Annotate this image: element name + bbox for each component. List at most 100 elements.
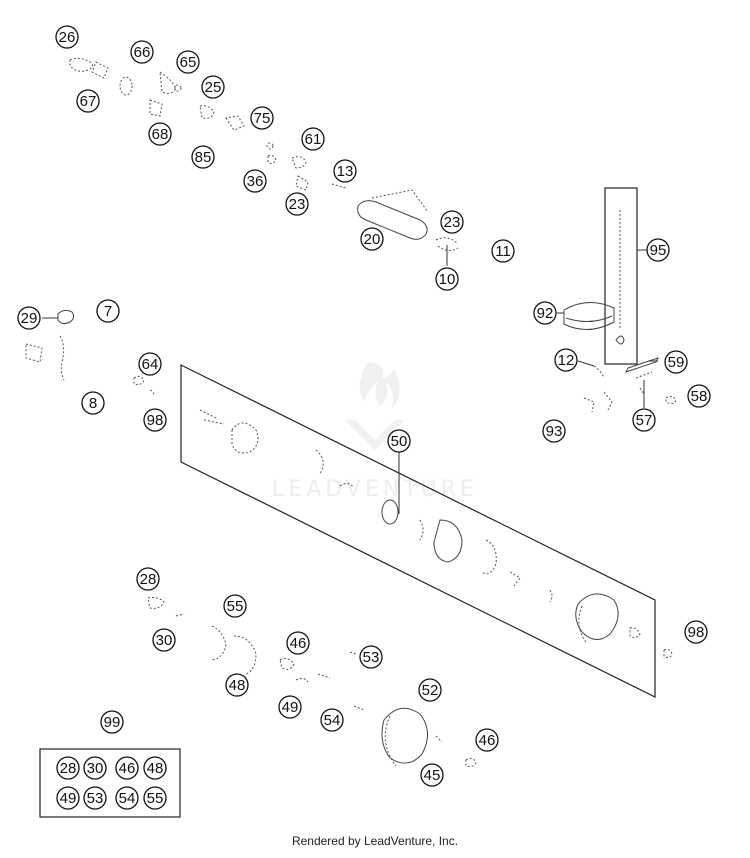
kit-callout-30: 30 (83, 756, 107, 780)
part-callout-29: 29 (17, 306, 41, 330)
callout-label: 54 (119, 790, 136, 807)
callout-circle (143, 786, 167, 810)
callout-circle (243, 169, 267, 193)
callout-label: 13 (337, 163, 354, 180)
callout-label: 48 (229, 677, 246, 694)
callout-circle (143, 408, 167, 432)
kit-callout-48: 48 (143, 756, 167, 780)
callout-label: 26 (59, 29, 76, 46)
callout-label: 67 (80, 93, 97, 110)
callout-label: 8 (89, 395, 97, 412)
callout-circle (475, 728, 499, 752)
callout-label: 98 (147, 412, 164, 429)
part-callout-59: 59 (664, 350, 688, 374)
callout-label: 10 (439, 271, 456, 288)
part-callout-46: 46 (475, 728, 499, 752)
callout-circle (286, 631, 310, 655)
callout-circle (223, 594, 247, 618)
callout-label: 95 (650, 242, 667, 259)
part-callout-50: 50 (387, 429, 411, 453)
part-callout-95: 95 (646, 238, 670, 262)
callout-circle (17, 306, 41, 330)
callout-label: 45 (424, 767, 441, 784)
callout-label: 30 (156, 632, 173, 649)
left-parts (25, 309, 155, 397)
callout-label: 23 (289, 196, 306, 213)
kit-callout-49: 49 (56, 786, 80, 810)
callout-circle (76, 89, 100, 113)
part-callout-92: 92 (533, 301, 557, 325)
callout-label: 55 (227, 598, 244, 615)
part-callout-68: 68 (148, 122, 172, 146)
part-callout-57: 57 (632, 408, 656, 432)
callout-circle (96, 299, 120, 323)
part-callout-58: 58 (687, 384, 711, 408)
callout-circle (56, 786, 80, 810)
callout-label: 49 (60, 790, 77, 807)
callout-label: 93 (546, 423, 563, 440)
kit-box (39, 748, 181, 818)
callout-label: 53 (87, 790, 104, 807)
callout-circle (191, 145, 215, 169)
callout-circle (435, 267, 459, 291)
part-callout-20: 20 (360, 227, 384, 251)
callout-circle (115, 756, 139, 780)
part-callout-23: 23 (440, 210, 464, 234)
callout-label: 53 (363, 649, 380, 666)
callout-label: 50 (391, 433, 408, 450)
callout-circle (320, 708, 344, 732)
callout-circle (387, 429, 411, 453)
callout-circle (360, 227, 384, 251)
main-shaft-frame (180, 364, 673, 698)
part-callout-66: 66 (130, 40, 154, 64)
callout-circle (664, 350, 688, 374)
kit-callout-28: 28 (56, 756, 80, 780)
callout-label: 58 (691, 388, 708, 405)
callout-label: 65 (180, 54, 197, 71)
part-callout-10: 10 (435, 267, 459, 291)
callout-label: 25 (205, 79, 222, 96)
callout-label: 11 (495, 243, 511, 260)
callout-circle (301, 127, 325, 151)
callout-label: 28 (60, 760, 77, 777)
part-callout-99: 99 (100, 710, 124, 734)
callout-circle (420, 763, 444, 787)
callout-circle (143, 756, 167, 780)
part-callout-48: 48 (225, 673, 249, 697)
part-callout-93: 93 (542, 419, 566, 443)
callout-circle (554, 348, 578, 372)
kit-callout-53: 53 (83, 786, 107, 810)
footer-credit: Rendered by LeadVenture, Inc. (291, 834, 459, 848)
callout-label: 48 (147, 760, 164, 777)
upper-shaft-parts (69, 57, 459, 252)
part-callout-52: 52 (418, 678, 442, 702)
part-callout-26: 26 (55, 25, 79, 49)
callout-circle (148, 122, 172, 146)
callout-circle (491, 239, 515, 263)
callout-circle (115, 786, 139, 810)
callout-label: 52 (422, 682, 439, 699)
callout-label: 7 (104, 303, 112, 320)
callout-label: 30 (87, 760, 104, 777)
callout-circle (418, 678, 442, 702)
callout-circle (225, 673, 249, 697)
callout-label: 29 (21, 310, 38, 327)
part-callout-64: 64 (138, 352, 162, 376)
watermark-text: LEADVENTURE (272, 477, 478, 502)
callout-label: 55 (147, 790, 164, 807)
callout-label: 75 (254, 110, 271, 127)
part-callout-49: 49 (278, 695, 302, 719)
callout-label: 64 (142, 356, 159, 373)
callout-circle (152, 628, 176, 652)
part-callout-25: 25 (201, 75, 225, 99)
part-callout-23: 23 (285, 192, 309, 216)
callout-label: 36 (247, 173, 264, 190)
callout-circle (130, 40, 154, 64)
part-callout-8: 8 (81, 391, 105, 415)
callout-label: 59 (668, 354, 685, 371)
part-callout-11: 11 (491, 239, 515, 263)
callout-label: 85 (195, 149, 212, 166)
callout-circle (542, 419, 566, 443)
callout-circle (138, 352, 162, 376)
